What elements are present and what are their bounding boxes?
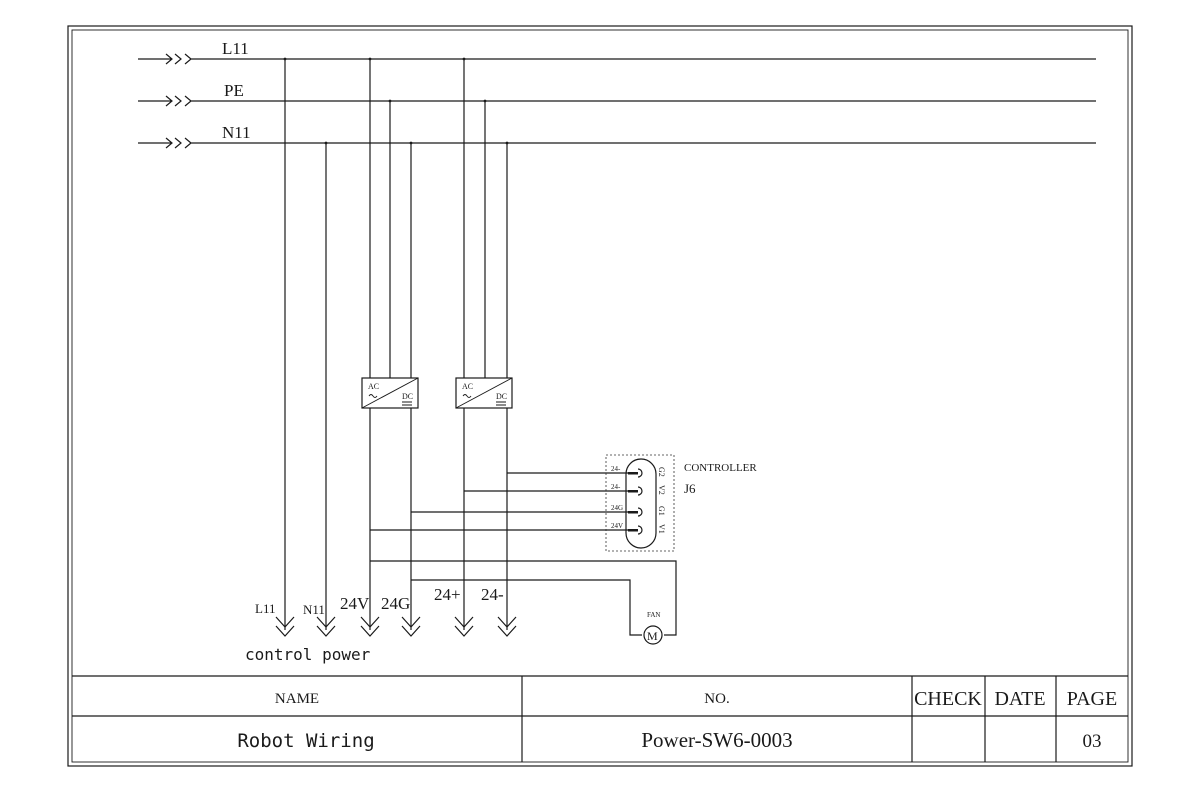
output-caption: control power xyxy=(245,645,371,664)
output-label-24minus: 24- xyxy=(481,585,504,604)
title-no-header: NO. xyxy=(704,691,729,707)
bus-pe-label: PE xyxy=(224,81,244,100)
controller-pin-left-2: 24- xyxy=(611,483,621,491)
title-page-header: PAGE xyxy=(1067,688,1117,710)
output-label-n11: N11 xyxy=(303,602,325,617)
controller-connector-j6: 24- 24- 24G 24V G2 V2 G1 V1 CONTROLLER J… xyxy=(605,454,757,552)
bus-pe: PE xyxy=(138,81,1096,107)
psu-2-dc-label: DC xyxy=(496,392,507,401)
outer-frame xyxy=(67,25,1133,767)
title-page-value: 03 xyxy=(1083,731,1102,752)
psu-1-ac-symbol xyxy=(368,394,378,398)
psu-1-dc-label: DC xyxy=(402,392,413,401)
psu-2-ac-symbol xyxy=(462,394,472,398)
inner-frame xyxy=(71,29,1129,763)
controller-pin-right-4: V1 xyxy=(657,524,666,534)
bus-n11-label: N11 xyxy=(222,123,251,142)
controller-title: CONTROLLER xyxy=(684,462,757,474)
psu-1-dc-symbol xyxy=(402,401,412,406)
psu-1-ac-label: AC xyxy=(368,382,379,391)
title-name-header: NAME xyxy=(275,691,319,707)
psu-1: AC DC xyxy=(361,377,419,409)
title-name-value: Robot Wiring xyxy=(237,730,374,752)
fan-circuit: M FAN xyxy=(370,560,677,645)
junction-dots xyxy=(283,57,509,145)
fan-label: FAN xyxy=(647,611,660,619)
controller-ref: J6 xyxy=(684,481,696,496)
bus-l11-label: L11 xyxy=(222,39,249,58)
controller-pin-left-4: 24V xyxy=(611,522,623,530)
controller-pin-right-1: G2 xyxy=(657,467,666,477)
psu-2: AC DC xyxy=(455,377,513,409)
controller-pin-right-3: G1 xyxy=(657,506,666,516)
fan-motor-letter: M xyxy=(647,629,658,643)
controller-pin-right-2: V2 xyxy=(657,485,666,495)
psu-2-dc-symbol xyxy=(496,401,506,406)
vertical-wires xyxy=(284,59,508,630)
title-block: NAME NO. CHECK DATE PAGE Robot Wiring Po… xyxy=(72,675,1128,762)
title-no-value: Power-SW6-0003 xyxy=(641,728,792,752)
bus-l11: L11 xyxy=(138,39,1096,65)
controller-pin-left-3: 24G xyxy=(611,504,623,512)
output-arrows xyxy=(275,616,517,637)
title-date-header: DATE xyxy=(994,688,1045,710)
controller-pin-left-1: 24- xyxy=(611,465,621,473)
output-label-24plus: 24+ xyxy=(434,585,461,604)
fan-motor-symbol xyxy=(643,625,663,645)
output-label-24g: 24G xyxy=(381,594,410,613)
controller-feed-wires xyxy=(370,472,628,531)
output-label-l11: L11 xyxy=(255,601,275,616)
bus-n11: N11 xyxy=(138,123,1096,149)
output-label-24v: 24V xyxy=(340,594,370,613)
title-check-header: CHECK xyxy=(914,688,982,710)
psu-2-ac-label: AC xyxy=(462,382,473,391)
